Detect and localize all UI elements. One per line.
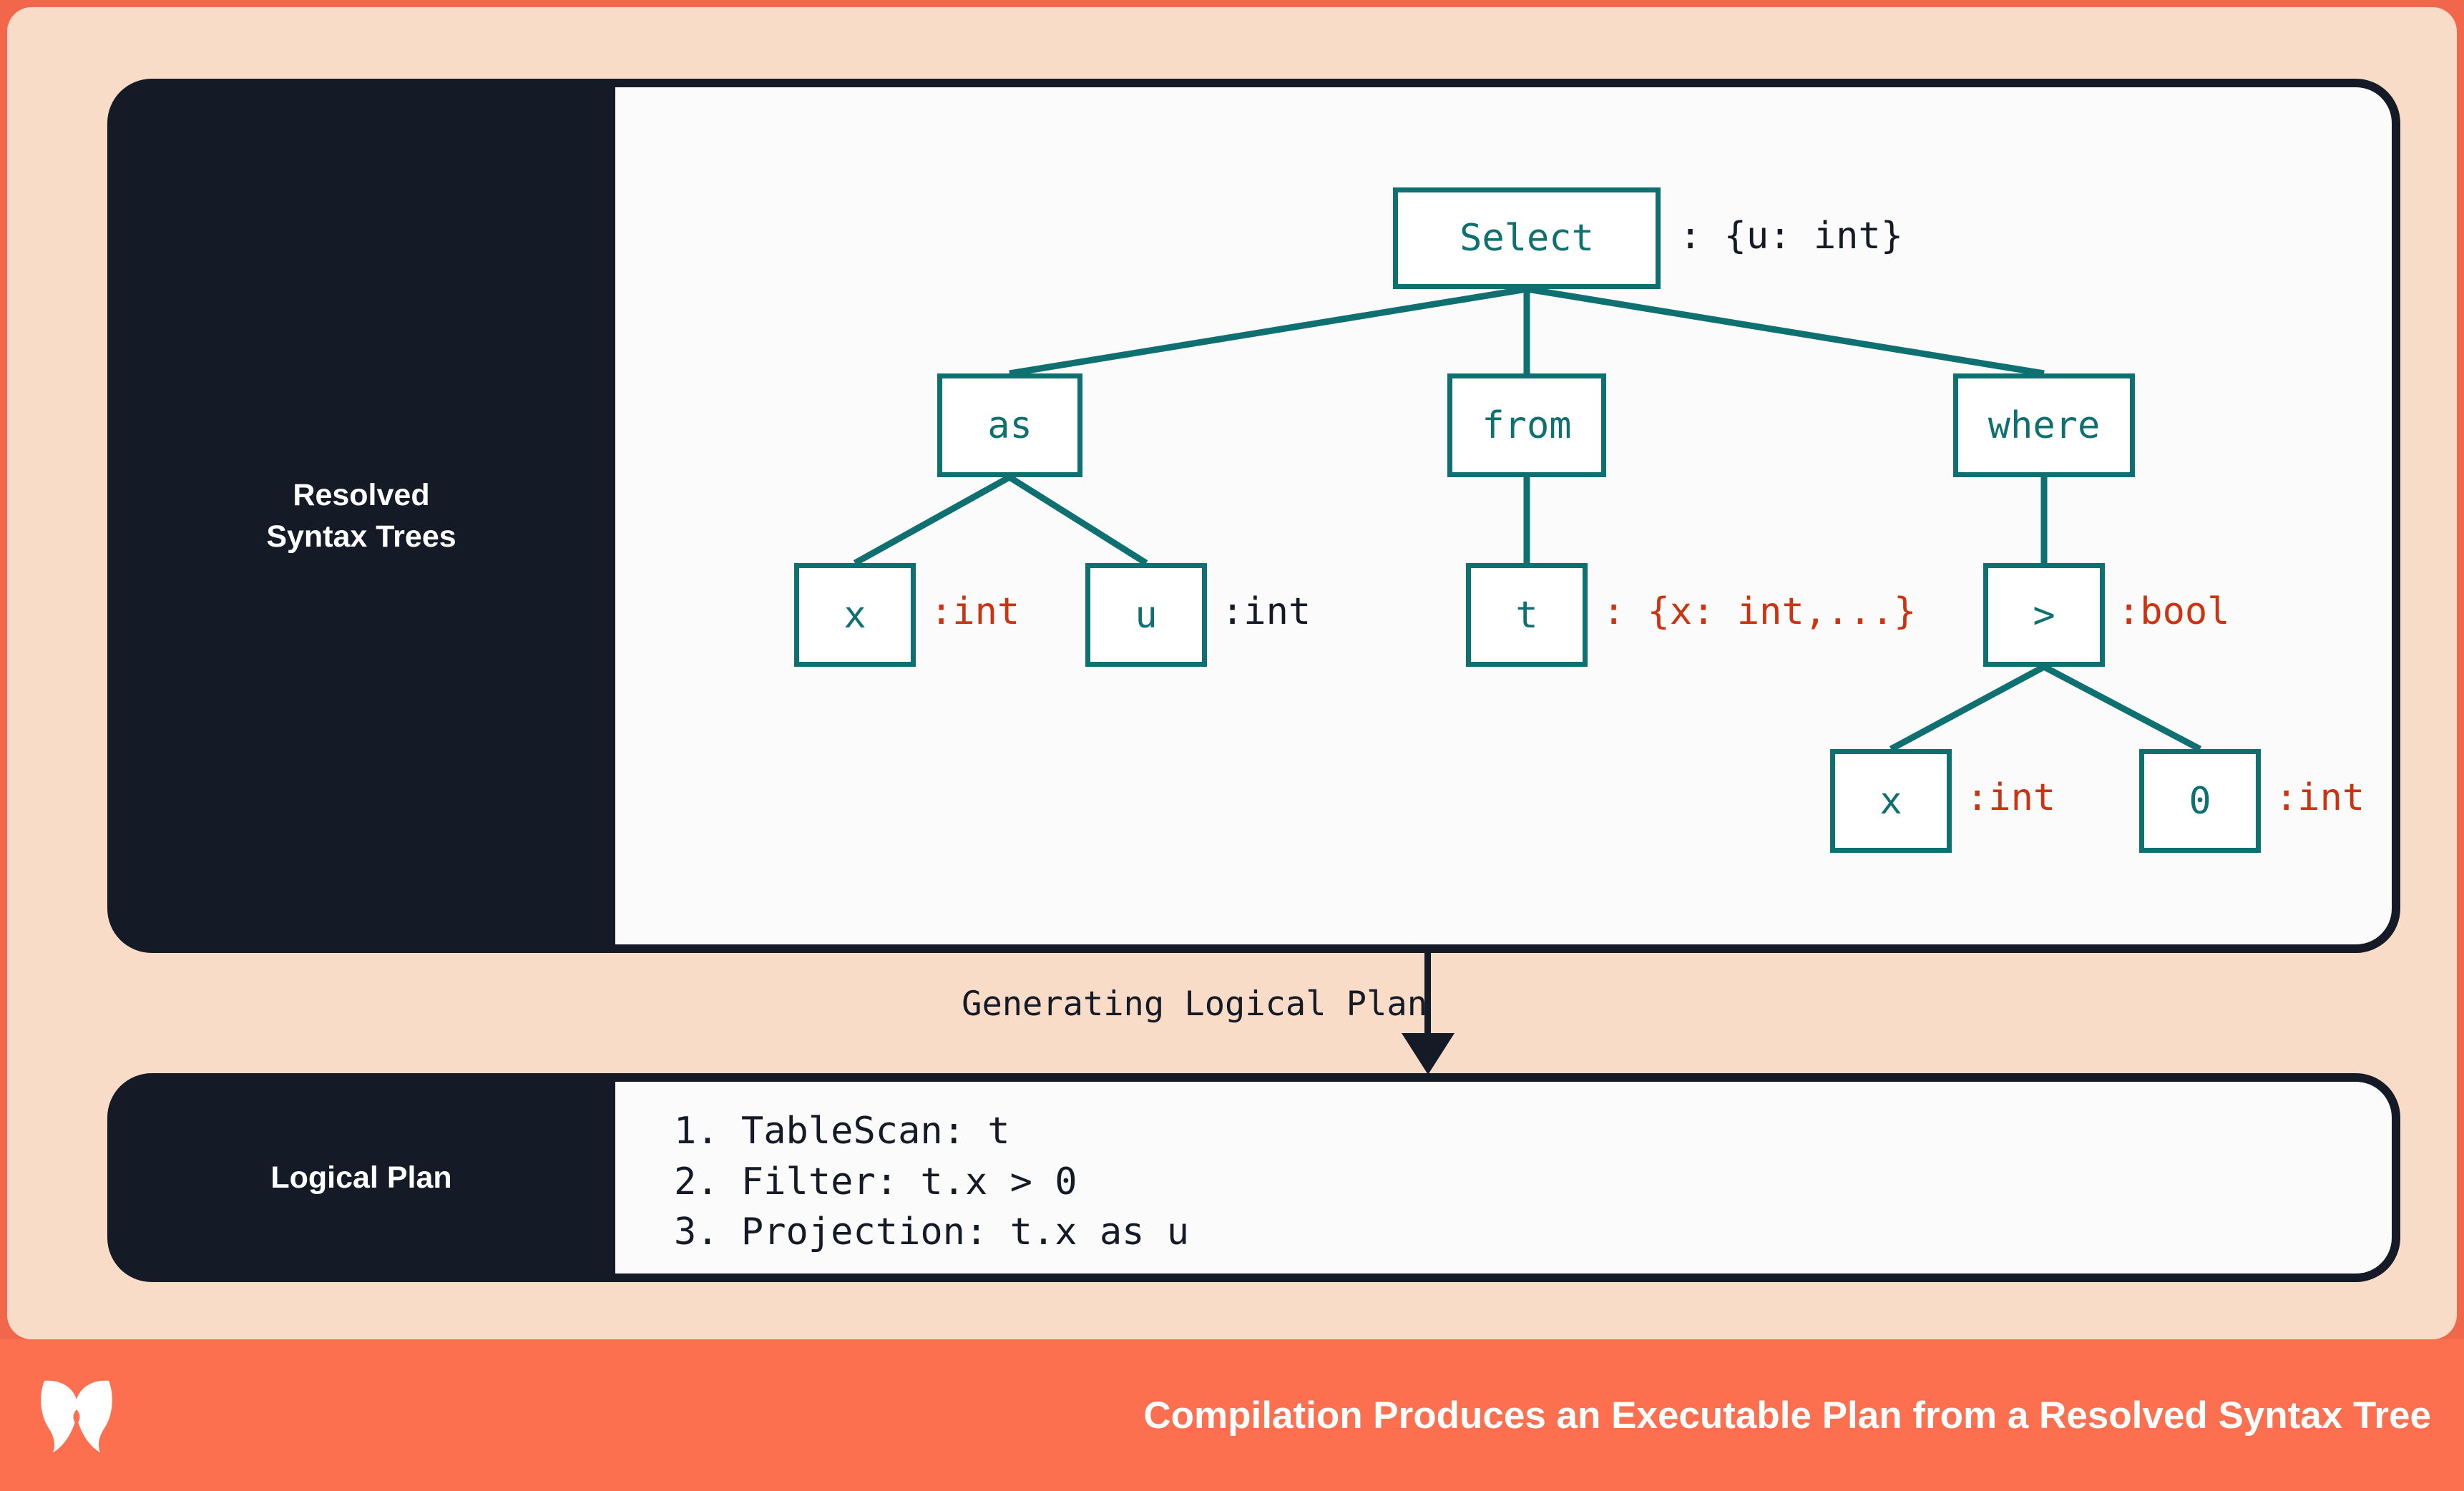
tree-node-from-t-type: : {x: int,...} [1603, 590, 1917, 633]
rst-label-line1: Resolved [293, 477, 430, 512]
tree-node-select-type: : {u: int} [1679, 215, 1904, 258]
tree-node-as-x[interactable]: x [794, 563, 916, 667]
footer-caption: Compilation Produces an Executable Plan … [1143, 1394, 2431, 1437]
transition-arrow-head-icon [1402, 1033, 1455, 1075]
logical-plan-steps: 1. TableScan: t 2. Filter: t.x > 0 3. Pr… [615, 1082, 2392, 1274]
tree-node-as-u-type: :int [1221, 590, 1311, 633]
transition-arrow-line [1424, 953, 1431, 1039]
rst-label-line2: Syntax Trees [266, 519, 456, 554]
tree-node-gt-zero[interactable]: 0 [2139, 749, 2261, 853]
transition-arrow-group: Generating Logical Plan [107, 953, 2400, 1075]
footer-banner: Compilation Produces an Executable Plan … [0, 1339, 2464, 1491]
tree-node-gt-x[interactable]: x [1830, 749, 1952, 853]
tree-node-gt-zero-type: :int [2275, 776, 2365, 819]
tree-edges [853, 285, 2202, 752]
butterfly-x-logo-icon [41, 1380, 112, 1452]
tree-node-as[interactable]: as [937, 373, 1082, 477]
logical-plan-panel: Logical Plan 1. TableScan: t 2. Filter: … [107, 1073, 2400, 1282]
tree-node-where[interactable]: where [1953, 373, 2135, 477]
tree-node-greater-than[interactable]: > [1983, 563, 2105, 667]
tree-node-as-x-type: :int [930, 590, 1020, 633]
tree-node-gt-x-type: :int [1966, 776, 2056, 819]
tree-node-as-u[interactable]: u [1085, 563, 1207, 667]
tree-node-from-t[interactable]: t [1466, 563, 1588, 667]
tree-node-greater-than-type: :bool [2118, 590, 2230, 633]
transition-label: Generating Logical Plan [962, 984, 1427, 1024]
tree-node-from[interactable]: from [1447, 373, 1606, 477]
resolved-syntax-trees-label: Resolved Syntax Trees [107, 79, 615, 953]
resolved-syntax-trees-panel: Resolved Syntax Trees [107, 79, 2400, 953]
syntax-tree-canvas: Select : {u: int} as from where x :int u… [615, 87, 2392, 944]
logical-plan-step: 1. TableScan: t [674, 1110, 1010, 1153]
tree-node-select[interactable]: Select [1393, 187, 1661, 289]
syntax-tree: Select : {u: int} as from where x :int u… [615, 87, 2392, 944]
logical-plan-step: 2. Filter: t.x > 0 [674, 1160, 1077, 1203]
logical-plan-step: 3. Projection: t.x as u [674, 1211, 1190, 1254]
diagram-frame: Resolved Syntax Trees [7, 7, 2457, 1339]
logical-plan-label: Logical Plan [270, 1160, 452, 1195]
